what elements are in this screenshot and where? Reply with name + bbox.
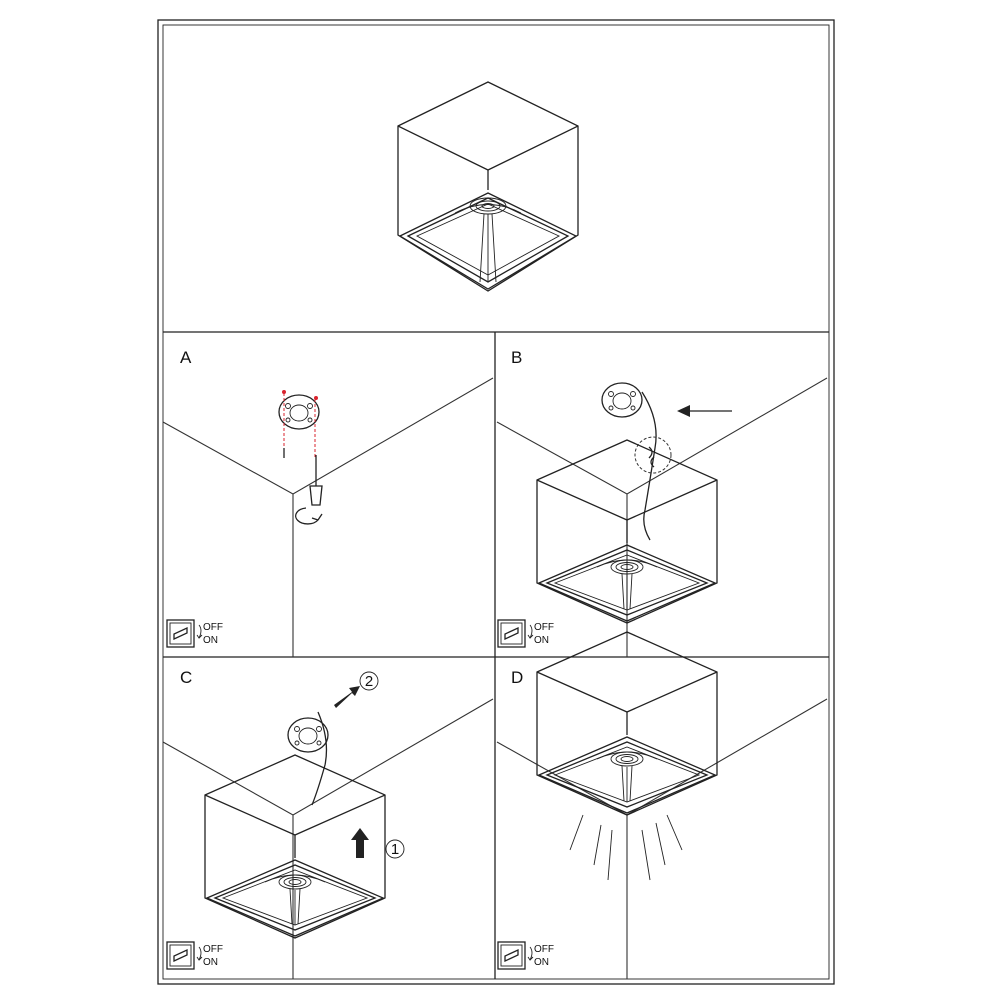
lamp-cube [536, 439, 718, 624]
arrow-diagonal-icon [334, 686, 360, 708]
outer-border [157, 19, 835, 985]
panel-c-label: C [180, 668, 192, 687]
power-cable [641, 391, 657, 541]
arrow-up-icon [351, 828, 369, 858]
panel-a: A OFF ON [162, 348, 494, 657]
switch-on-label: ON [203, 957, 218, 968]
switch-off-label: OFF [203, 622, 223, 633]
step-2-marker [359, 671, 379, 691]
mounting-plate [278, 394, 320, 430]
step-1-number: 1 [391, 841, 399, 858]
ceiling-corner [496, 377, 828, 657]
inner-border [162, 24, 830, 980]
ceiling-corner [162, 698, 494, 979]
panel-d: D OFF ON [496, 631, 828, 979]
switch-on-label: ON [203, 635, 218, 646]
step-2-number: 2 [365, 673, 373, 690]
lamp-cube [536, 631, 718, 816]
switch-off-label: OFF [534, 622, 554, 633]
switch-on-label: ON [534, 957, 549, 968]
step-1-marker [385, 839, 405, 859]
wall-switch-icon: OFF ON [497, 941, 554, 970]
panel-d-label: D [511, 668, 523, 687]
panel-b: B OFF ON [496, 348, 828, 657]
ceiling-corner [496, 698, 828, 979]
panel-a-label: A [180, 348, 192, 367]
product-cube-view [397, 81, 579, 292]
mounting-plate [601, 382, 643, 418]
cable-connector-icon [648, 446, 655, 468]
switch-off-label: OFF [203, 944, 223, 955]
panel-b-label: B [511, 348, 522, 367]
power-cable [311, 711, 328, 806]
wall-switch-icon: OFF ON [497, 619, 554, 648]
ceiling-corner [162, 377, 494, 657]
screw-guides [282, 390, 318, 458]
wall-switch-icon: OFF ON [166, 619, 223, 648]
screwdriver-icon [295, 455, 323, 525]
arrow-left-icon [677, 405, 732, 417]
panel-c: C 2 1 OFF ON [162, 668, 494, 979]
switch-off-label: OFF [534, 944, 554, 955]
connector-highlight [634, 436, 672, 474]
switch-on-label: ON [534, 635, 549, 646]
light-rays [569, 814, 683, 881]
wall-switch-icon: OFF ON [166, 941, 223, 970]
